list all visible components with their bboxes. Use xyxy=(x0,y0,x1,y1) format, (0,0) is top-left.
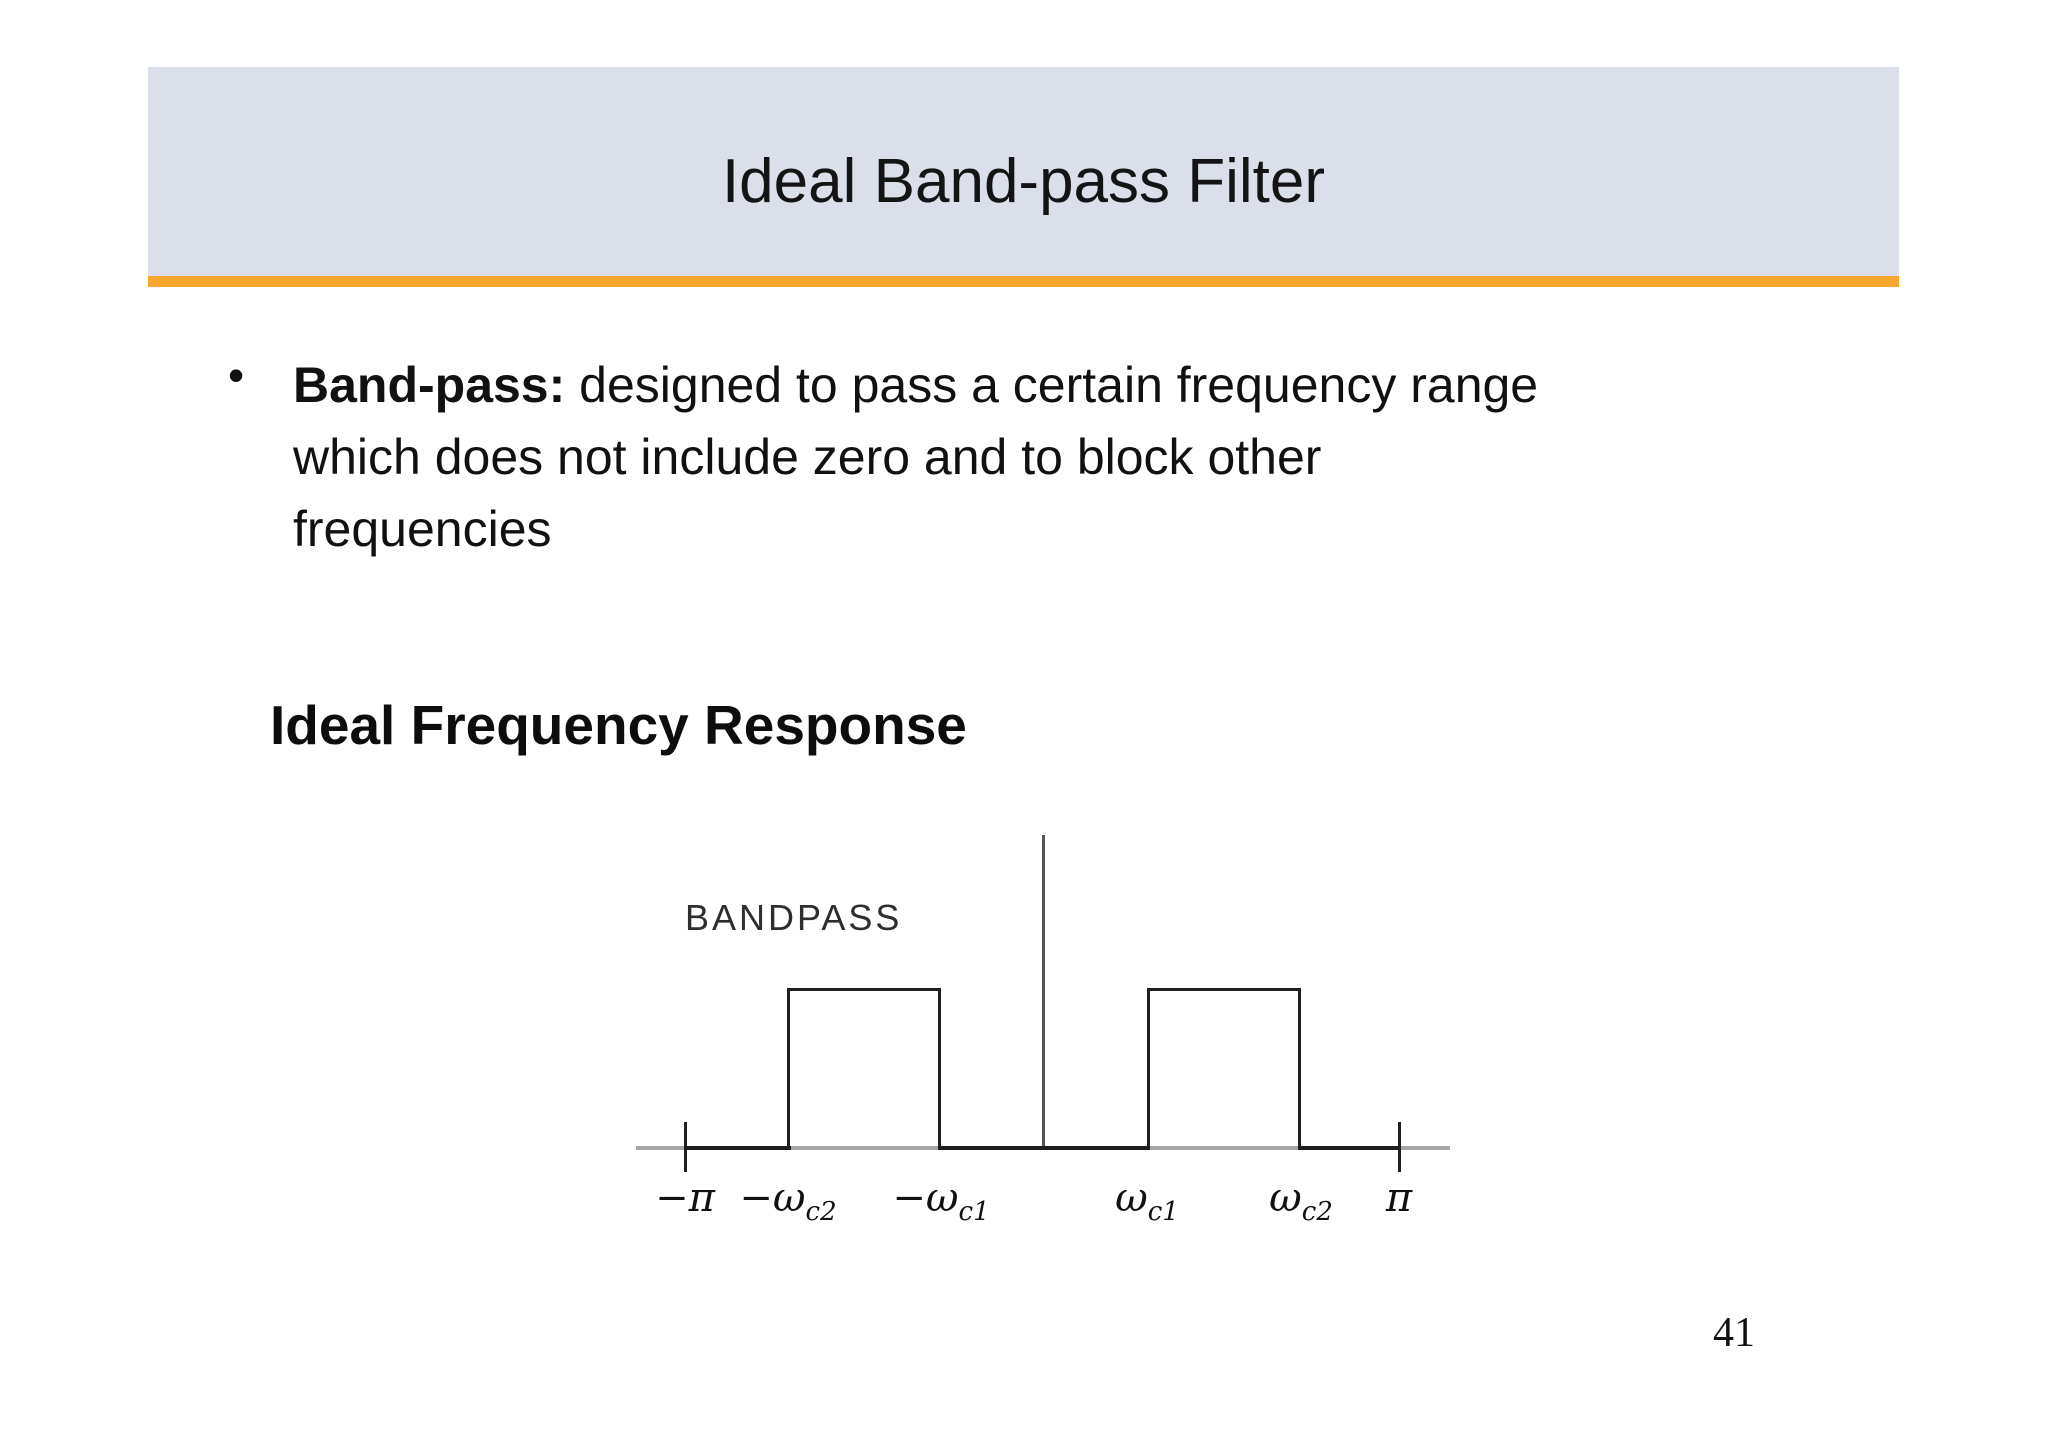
bullet-paragraph: Band-pass: designed to pass a certain fr… xyxy=(293,349,1538,565)
tick-pi xyxy=(1398,1122,1401,1172)
subheading: Ideal Frequency Response xyxy=(270,694,967,756)
bullet-term: Band-pass: xyxy=(293,357,566,413)
tick-neg-pi xyxy=(684,1122,687,1172)
title-banner: Ideal Band-pass Filter xyxy=(148,67,1899,276)
bullet-line-3: frequencies xyxy=(293,501,552,557)
axis-label-pi: π xyxy=(1385,1175,1413,1221)
axis-label-neg-pi: −π xyxy=(655,1175,715,1221)
response-zero-segment-left xyxy=(684,1146,791,1150)
bullet-line-2: which does not include zero and to block… xyxy=(293,429,1322,485)
passband-rect-negative xyxy=(787,988,941,1150)
frequency-response-diagram: BANDPASS −π −ωc2 −ωc1 ωc1 ωc2 π xyxy=(600,820,1500,1250)
bullet-line-1-rest: designed to pass a certain frequency ran… xyxy=(565,357,1539,413)
bullet-line-1: Band-pass: designed to pass a certain fr… xyxy=(293,349,1538,421)
axis-label-wc1: ωc1 xyxy=(1115,1175,1179,1227)
vertical-axis-line xyxy=(1042,835,1045,1150)
accent-underline xyxy=(148,276,1899,287)
bullet-marker: • xyxy=(228,349,245,401)
axis-label-neg-wc1: −ωc1 xyxy=(892,1175,990,1227)
page-title: Ideal Band-pass Filter xyxy=(721,147,1326,216)
axis-label-wc2: ωc2 xyxy=(1269,1175,1333,1227)
response-zero-segment-right xyxy=(1301,1146,1400,1150)
axis-label-neg-wc2: −ωc2 xyxy=(739,1175,837,1227)
response-zero-segment-center xyxy=(941,1146,1147,1150)
bandpass-label: BANDPASS xyxy=(685,897,903,938)
page-number: 41 xyxy=(1713,1310,1755,1356)
passband-rect-positive xyxy=(1147,988,1301,1150)
